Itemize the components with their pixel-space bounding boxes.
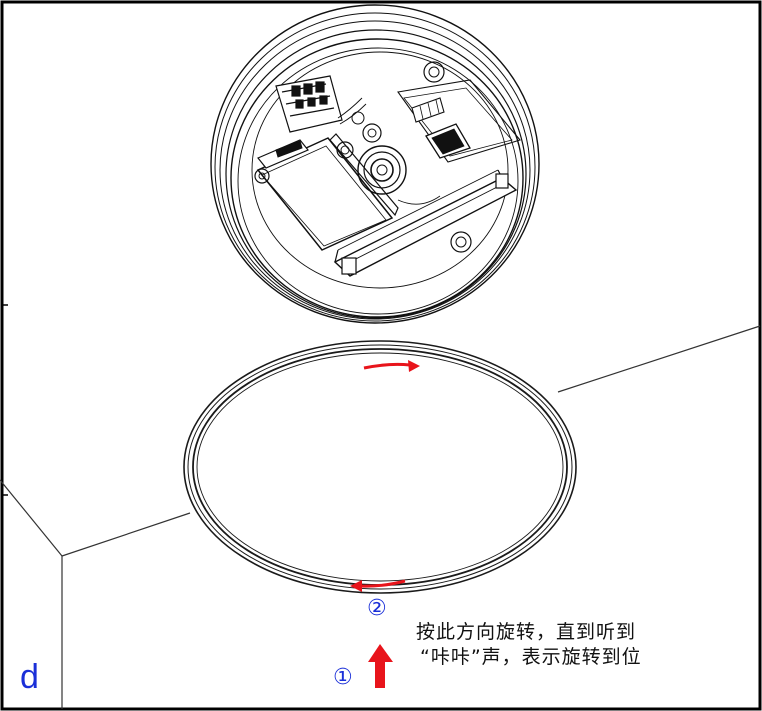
panel-letter: d [20, 658, 39, 696]
device-base [210, 4, 540, 324]
step-2-label: ② [367, 596, 387, 621]
instruction-line-1: 按此方向旋转，直到听到 [416, 621, 637, 643]
ceiling-outline [0, 325, 761, 709]
rotation-instruction: 按此方向旋转，直到听到 “咔咔”声，表示旋转到位 [416, 620, 642, 670]
rotation-arrow-icon [350, 579, 406, 592]
mounting-ring [183, 340, 577, 594]
instruction-line-2: “咔咔”声，表示旋转到位 [420, 646, 642, 668]
up-arrow-icon [368, 644, 393, 688]
rotation-arrow-icon [363, 360, 420, 372]
step-1-label: ① [333, 665, 353, 690]
